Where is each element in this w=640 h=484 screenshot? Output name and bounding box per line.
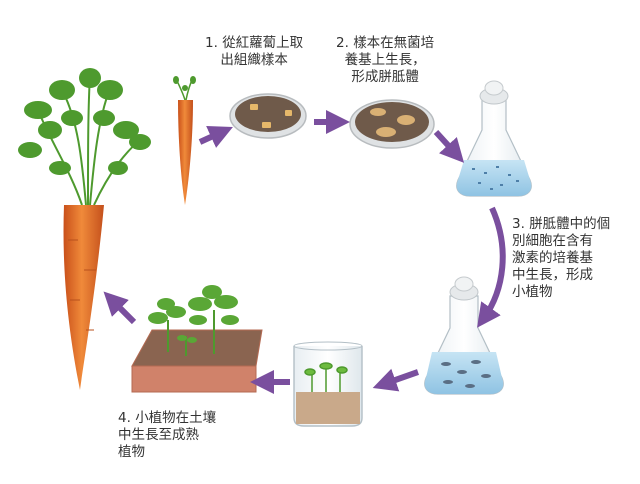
small-carrot-icon [173,76,196,205]
petri-dish-1-icon [229,93,307,139]
beaker-icon [293,341,363,427]
arrow-icon [198,126,233,148]
arrow-icon [477,206,506,328]
big-carrot-icon [18,68,151,390]
step-1-label: 1. 從紅蘿蔔上取 出組織樣本 [205,35,304,68]
step-2-label: 2. 樣本在無菌培 養基上生長， 形成胼胝體 [336,35,435,85]
step-4-label: 4. 小植物在土壤 中生長至成熟 植物 [118,410,217,460]
step-3-label: 3. 胼胝體中的個 別細胞在含有 激素的培養基 中生長，形成 小植物 [512,216,611,300]
flask-1-icon [456,80,532,197]
arrow-icon [433,129,465,163]
flask-2-icon [424,276,504,395]
plant-pot-icon [131,285,263,393]
arrow-icon [372,368,419,392]
petri-dish-2-icon [349,99,435,149]
arrow-icon [103,291,137,325]
